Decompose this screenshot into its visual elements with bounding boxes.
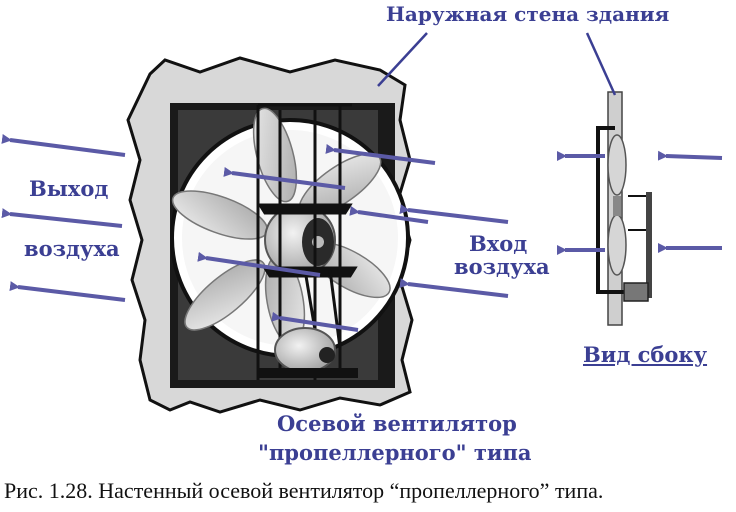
air-in-label-line1: Вход	[469, 231, 528, 256]
fan-diagram	[1, 32, 723, 414]
motor-hub	[264, 204, 336, 276]
drive-motor	[258, 269, 358, 378]
air-out-label-line1: Выход	[29, 176, 109, 201]
air-out-arrows	[1, 134, 126, 302]
fan-type-label-line2: "пропеллерного" типа	[258, 440, 532, 465]
wall-leader-line	[377, 32, 428, 87]
air-through-arrows	[197, 144, 509, 332]
fan-type-label-line1: Осевой вентилятор	[277, 411, 517, 436]
side-view-leader-line	[585, 32, 617, 96]
air-in-label-line2: воздуха	[454, 254, 550, 279]
outer-wall-label: Наружная стена здания	[386, 2, 670, 26]
air-out-label-line2: воздуха	[24, 236, 120, 261]
figure-caption: Рис. 1.28. Настенный осевой вентилятор “…	[4, 478, 604, 503]
side-view-diagram	[557, 32, 723, 326]
side-view-label: Вид сбоку	[583, 342, 708, 367]
